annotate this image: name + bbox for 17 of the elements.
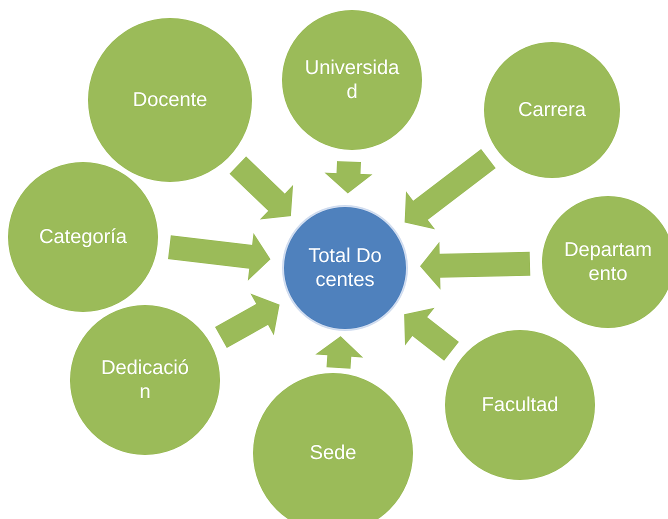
block-arrow [315, 336, 364, 369]
circle-label: Carrera [518, 98, 586, 122]
circle-label: Universidad [304, 56, 400, 104]
circle-label: Dedicación [100, 356, 190, 404]
block-arrow [420, 242, 530, 290]
circle-label: Departamento [563, 238, 653, 286]
circle-label: Docente [132, 88, 208, 112]
block-arrow [215, 294, 280, 348]
block-arrow [404, 149, 496, 230]
block-arrow [230, 156, 294, 220]
block-arrow [168, 233, 270, 281]
circle-label: Categoría [39, 225, 127, 249]
block-arrow [324, 161, 372, 194]
block-arrow [404, 308, 459, 361]
circle-label: Sede [310, 441, 356, 465]
circle-label: Facultad [482, 393, 558, 417]
circle-label: Total Docentes [307, 244, 383, 292]
